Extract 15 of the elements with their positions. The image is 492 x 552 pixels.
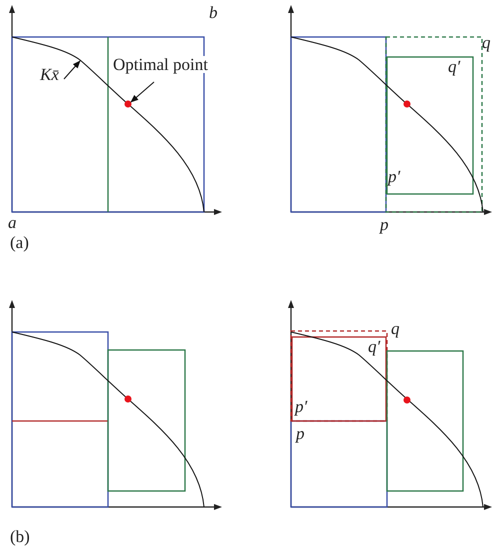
point-label: p′ <box>388 168 400 185</box>
point-label: p <box>296 425 304 442</box>
point-label: p <box>380 216 388 233</box>
point-label: p′ <box>295 398 308 415</box>
leader-arrow <box>64 60 81 80</box>
point-label: q <box>482 34 490 51</box>
point-label: b <box>209 4 218 21</box>
curve-label: Kx̄ <box>40 66 59 83</box>
leader-arrow <box>130 82 154 103</box>
panel-label: (a) <box>10 234 29 251</box>
point-label: a <box>8 214 16 231</box>
panel-label: (b) <box>10 528 30 545</box>
point-label: q <box>391 320 400 337</box>
point-label: q′ <box>368 338 380 355</box>
point-label: q′ <box>448 58 460 75</box>
